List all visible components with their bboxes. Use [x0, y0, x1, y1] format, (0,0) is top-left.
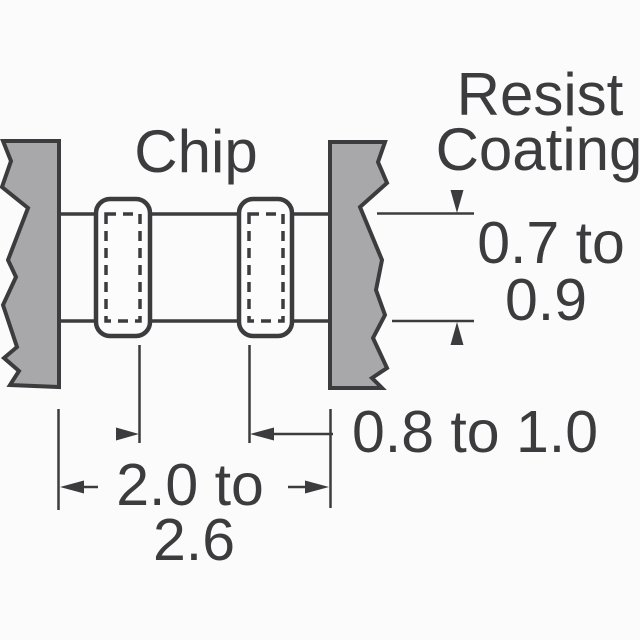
- electrode-width-value: 0.8 to 1.0: [352, 399, 598, 465]
- chip-length-value-line2: 2.6: [153, 507, 235, 573]
- resist-thickness-value-line1: 0.7 to: [477, 210, 625, 276]
- resist-coating-right-block: [328, 140, 390, 390]
- electrode-right: [236, 196, 295, 339]
- electrode-left: [93, 196, 153, 339]
- resist-coating-label-line1: Resist: [457, 61, 624, 128]
- resist-thickness-arrow-up-icon: [450, 322, 464, 345]
- chip-length-value-line1: 2.0 to: [116, 452, 264, 518]
- chip-length-arrow-right-icon: [305, 480, 329, 494]
- chip-label: Chip: [134, 118, 257, 185]
- resist-thickness-arrow-down-icon: [450, 190, 464, 213]
- electrode-right-hidden-edge: [247, 212, 285, 323]
- resist-coating-label-line2: Coating: [436, 116, 640, 183]
- chip-length-arrow-left-icon: [60, 480, 84, 494]
- resist-thickness-value-line2: 0.9: [505, 267, 587, 333]
- electrode-width-arrow-left-icon: [250, 427, 274, 441]
- electrode-left-hidden-edge: [104, 212, 142, 323]
- resist-coating-left-block: [0, 139, 61, 390]
- electrode-width-arrow-right-icon: [116, 427, 139, 441]
